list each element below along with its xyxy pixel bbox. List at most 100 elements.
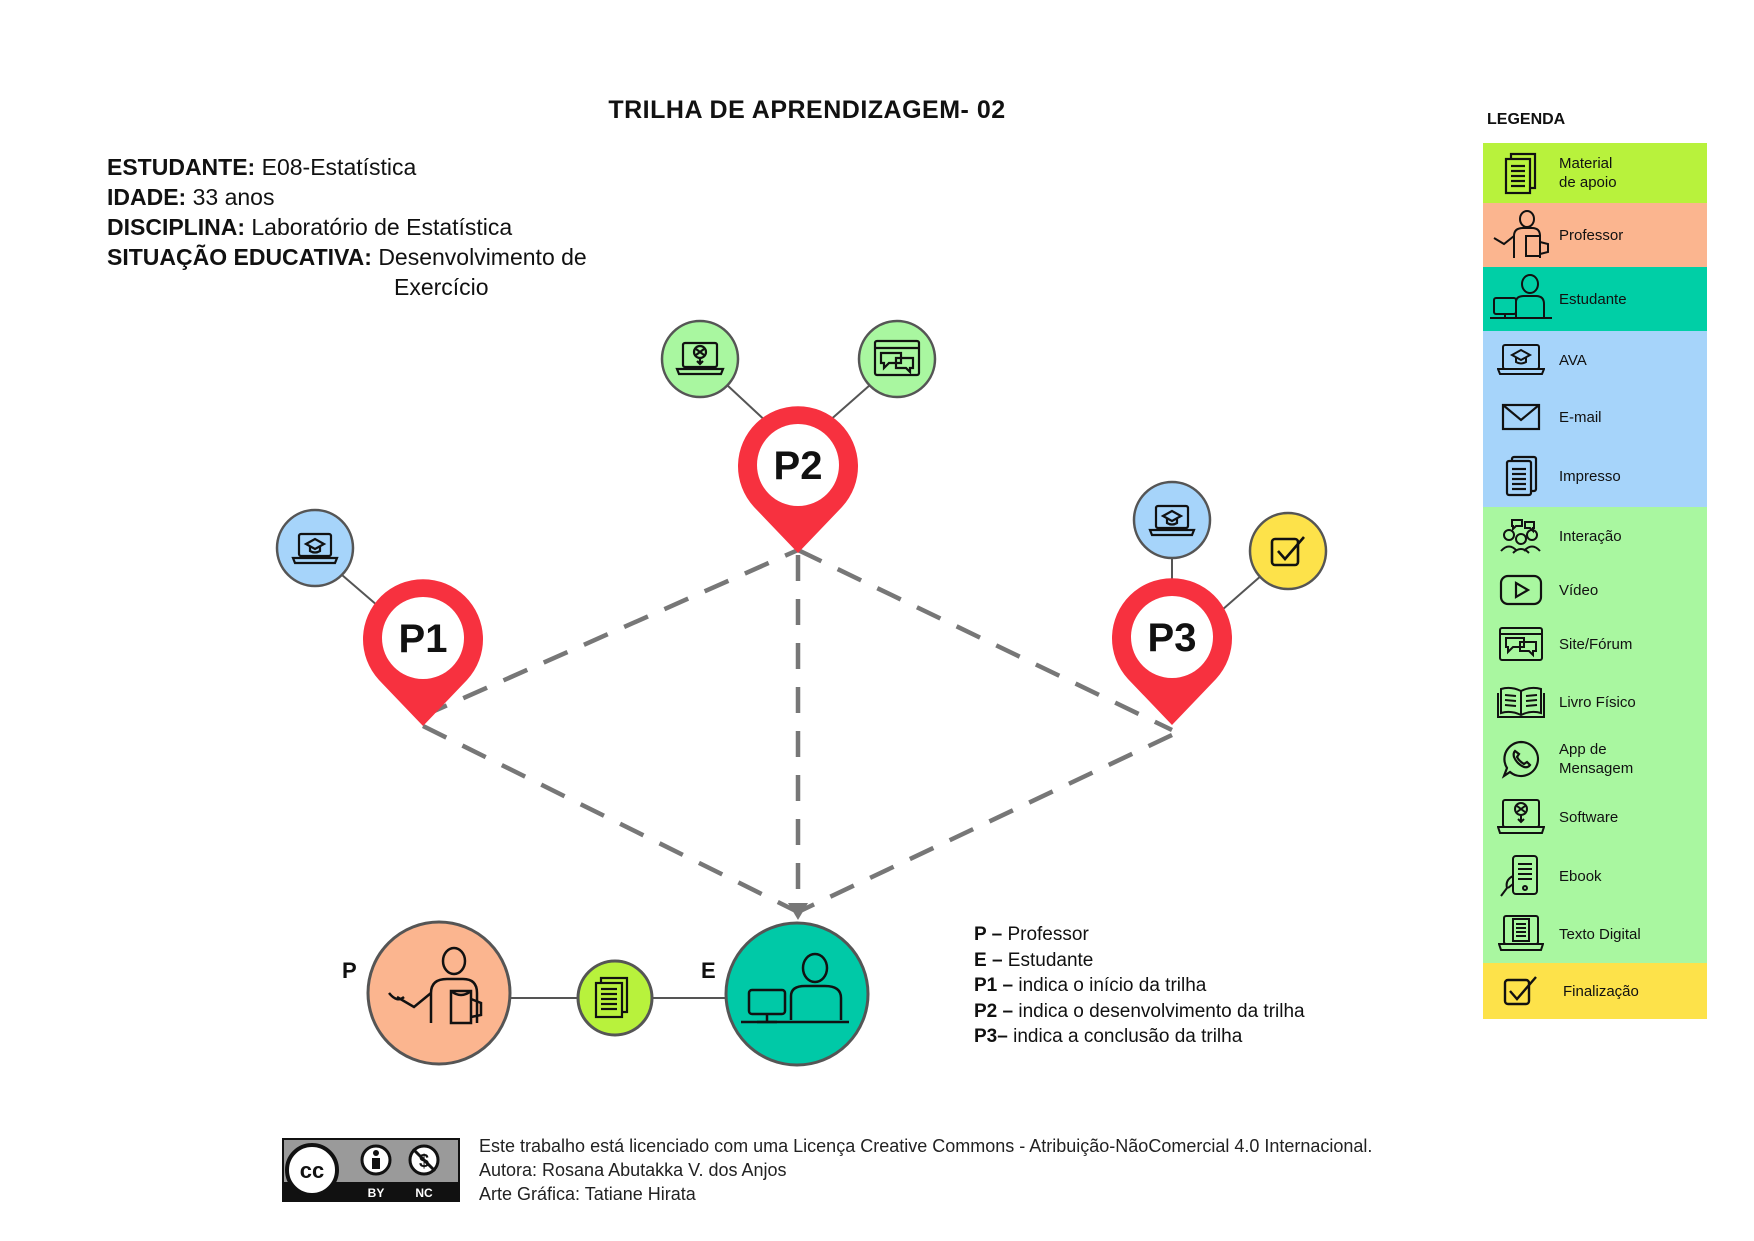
legend-label: App de Mensagem (1559, 741, 1634, 777)
video-play-icon (1483, 574, 1559, 606)
note-key: E – (974, 949, 1003, 971)
checkbox-icon (1270, 536, 1305, 567)
legend-item-ebook: Ebook (1483, 847, 1707, 905)
ebook-icon (1483, 854, 1559, 898)
pin-p3: P3 (1112, 578, 1232, 725)
legend-item-material: Material de apoio (1483, 143, 1707, 203)
legend-item-finalization: Finalização (1483, 963, 1707, 1019)
forum-icon (873, 339, 921, 377)
age-info: IDADE: 33 anos (107, 184, 274, 211)
author-line: Autora: Rosana Abutakka V. dos Anjos (479, 1160, 787, 1180)
book-icon (1483, 685, 1559, 719)
student-icon (741, 952, 849, 1024)
situation-info-cont: Exercício (394, 274, 489, 301)
license-text: Este trabalho está licenciado com uma Li… (479, 1134, 1372, 1206)
note-text: indica o início da trilha (1013, 975, 1207, 996)
student-info: ESTUDANTE: E08-Estatística (107, 154, 416, 181)
pin-p3-label: P3 (1148, 616, 1197, 660)
forum-icon (1483, 626, 1559, 662)
document-stack-icon (594, 976, 629, 1019)
legend-item-digital-text: Texto Digital (1483, 905, 1707, 963)
student-label: ESTUDANTE: (107, 154, 256, 180)
interaction-icon (1483, 518, 1559, 554)
p2-forum-circle (857, 319, 937, 399)
legend-label: Texto Digital (1559, 925, 1641, 943)
note-key: P2 – (974, 1000, 1014, 1022)
note-text: indica o desenvolvimento da trilha (1013, 1000, 1305, 1022)
student-value: E08-Estatística (261, 154, 417, 180)
professor-letter: P (342, 958, 357, 983)
student-node (724, 921, 870, 1067)
legend-item-forum: Site/Fórum (1483, 615, 1707, 673)
digital-text-icon (1483, 914, 1559, 954)
legend-item-ava: AVA (1483, 331, 1707, 389)
legend-item-video: Vídeo (1483, 565, 1707, 615)
by-text: BY (368, 1186, 385, 1200)
note-line: P – Professor (974, 922, 1305, 948)
art-credit-line: Arte Gráfica: Tatiane Hirata (479, 1184, 696, 1204)
trail-lines (422, 547, 1173, 915)
situation-label: SITUAÇÃO EDUCATIVA: (107, 244, 372, 270)
age-label: IDADE: (107, 184, 187, 210)
legend-item-professor: Professor (1483, 203, 1707, 267)
note-line: P2 – indica o desenvolvimento da trilha (974, 999, 1305, 1025)
p2-software-circle (660, 319, 740, 399)
situation-info: SITUAÇÃO EDUCATIVA: Desenvolvimento de (107, 244, 587, 271)
connector-p2-forum (827, 384, 871, 423)
note-line: P3– indica a conclusão da trilha (974, 1024, 1305, 1050)
legend-label: Vídeo (1559, 581, 1599, 599)
note-line: E – Estudante (974, 948, 1305, 974)
pin-p1: P1 (363, 579, 483, 726)
laptop-graduation-icon (291, 532, 339, 565)
note-key: P3– (974, 1026, 1008, 1047)
legend-label: AVA (1559, 351, 1587, 369)
software-laptop-icon (1483, 797, 1559, 837)
laptop-graduation-icon (1483, 342, 1559, 378)
pin-p2: P2 (738, 406, 858, 553)
trail-line-p3-e (797, 732, 1173, 915)
age-value: 33 anos (192, 184, 275, 210)
cc-by-nc-badge: cc $ BY NC (282, 1138, 460, 1202)
legend-label: Interação (1559, 527, 1622, 545)
legend-label: Livro Físico (1559, 693, 1636, 711)
printed-document-icon (1483, 455, 1559, 497)
p3-checkbox-circle (1248, 511, 1328, 591)
legend-label: Impresso (1559, 467, 1621, 485)
envelope-icon (1483, 402, 1559, 432)
document-stack-icon (1483, 151, 1559, 195)
discipline-label: DISCIPLINA: (107, 214, 245, 240)
legend-label: Material de apoio (1559, 155, 1617, 191)
legend-label: Finalização (1563, 982, 1639, 1000)
professor-node (366, 920, 512, 1066)
student-letter: E (701, 958, 716, 983)
p1-ava-circle (275, 508, 355, 588)
discipline-info: DISCIPLINA: Laboratório de Estatística (107, 214, 512, 241)
legend-item-email: E-mail (1483, 389, 1707, 445)
legend-item-student: Estudante (1483, 267, 1707, 331)
trail-line-p2-p3 (797, 547, 1173, 733)
whatsapp-icon (1483, 739, 1559, 779)
legend-item-messaging: App de Mensagem (1483, 731, 1707, 787)
attribution-icon (360, 1144, 392, 1176)
noncommercial-icon: $ (408, 1144, 440, 1176)
note-line: P1 – indica o início da trilha (974, 973, 1305, 999)
legend: Material de apoio Professor Estudante AV… (1483, 143, 1707, 1019)
material-node (576, 959, 654, 1037)
software-laptop-icon (675, 341, 725, 376)
pin-p2-label: P2 (774, 444, 823, 488)
cc-logo-icon (285, 1143, 339, 1197)
legend-item-software: Software (1483, 787, 1707, 847)
checkbox-icon (1483, 974, 1559, 1008)
legend-item-printed: Impresso (1483, 445, 1707, 507)
license-line: Este trabalho está licenciado com uma Li… (479, 1136, 1373, 1156)
professor-icon (388, 946, 483, 1025)
pin-p2-inner (757, 424, 839, 506)
trail-line-p1-p2 (422, 547, 799, 719)
legend-label: Ebook (1559, 867, 1602, 885)
pin-p3-inner (1131, 596, 1213, 678)
legend-label: Software (1559, 808, 1619, 826)
note-text: indica a conclusão da trilha (1007, 1026, 1243, 1047)
cc-text: cc (300, 1158, 324, 1183)
note-text: Professor (1002, 924, 1089, 945)
trail-line-p1-e (422, 723, 799, 915)
